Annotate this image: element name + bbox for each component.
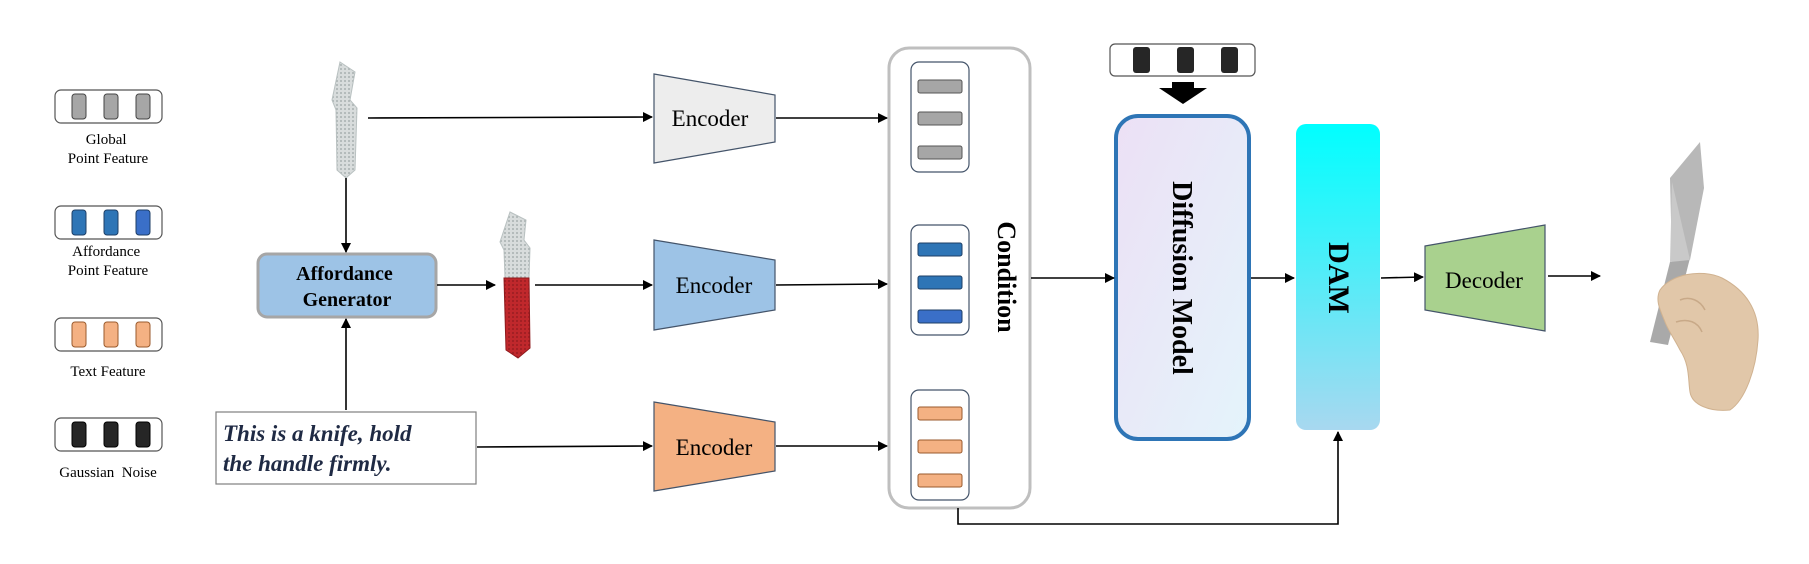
- decoder: Decoder: [1424, 224, 1546, 332]
- legend-global-label: Global Point Feature: [68, 132, 149, 167]
- legend-gaussian-noise: Gaussian Noise: [54, 417, 163, 481]
- arrow-condition-to-dam-skip: [957, 431, 1343, 525]
- affordance-generator-label: Affordance Generator: [296, 263, 398, 311]
- legend-global-point-feature: Global Point Feature: [54, 89, 163, 167]
- arrow-encoder-affordance-to-condition: [775, 279, 888, 290]
- condition-text-feature: [910, 389, 970, 501]
- text-prompt-line2: the handle firmly.: [223, 451, 391, 476]
- encoder-affordance: Encoder: [653, 239, 776, 331]
- connectors: [341, 112, 1601, 525]
- legend-global-line2: Point Feature: [68, 151, 149, 167]
- text-prompt-line1: This is a knife, hold: [223, 421, 412, 446]
- point-cloud-knife-icon: [331, 61, 358, 179]
- encoder-global-label: Encoder: [672, 106, 749, 131]
- noise-down-arrow: [1159, 82, 1207, 104]
- arrow-dam-to-decoder: [1380, 272, 1424, 283]
- diffusion-model-label: Diffusion Model: [1166, 181, 1197, 375]
- text-prompt: This is a knife, hold the handle firmly.: [223, 421, 417, 476]
- noise-input: [1109, 43, 1256, 104]
- affordance-generator-line2: Generator: [303, 289, 392, 311]
- text-prompt-box: This is a knife, hold the handle firmly.: [215, 411, 477, 485]
- legend-affordance-line2: Point Feature: [68, 263, 149, 279]
- legend-affordance-point-feature: Affordance Point Feature: [54, 205, 163, 279]
- dam-block: DAM: [1296, 124, 1380, 430]
- legend-affordance-line1: Affordance: [72, 244, 140, 260]
- encoder-global: Encoder: [653, 73, 776, 164]
- legend-text-feature: Text Feature: [54, 317, 163, 380]
- condition-affordance-feature: [910, 224, 970, 336]
- diffusion-model: Diffusion Model: [1114, 114, 1251, 441]
- dam-label: DAM: [1322, 242, 1355, 314]
- legend-text-label: Text Feature: [70, 364, 146, 380]
- legend-noise-label: Gaussian Noise: [59, 465, 157, 481]
- encoder-text: Encoder: [653, 401, 776, 492]
- affordance-knife-icon: [499, 211, 531, 359]
- legend-global-line1: Global: [86, 132, 127, 148]
- encoder-text-label: Encoder: [676, 435, 753, 460]
- encoder-affordance-label: Encoder: [676, 273, 753, 298]
- condition-block: Condition: [887, 46, 1032, 510]
- legend-affordance-label: Affordance Point Feature: [68, 244, 149, 279]
- condition-label: Condition: [992, 221, 1021, 333]
- arrow-knife-to-encoder-global: [367, 112, 653, 123]
- hand-holding-knife-icon: [1650, 142, 1759, 411]
- condition-global-feature: [910, 61, 970, 173]
- affordance-generator: Affordance Generator: [256, 252, 438, 319]
- legend: Global Point Feature Affordance Point Fe…: [54, 89, 163, 481]
- affordance-generator-line1: Affordance: [296, 263, 393, 285]
- arrow-text-to-encoder-text: [476, 441, 653, 452]
- decoder-label: Decoder: [1445, 268, 1523, 293]
